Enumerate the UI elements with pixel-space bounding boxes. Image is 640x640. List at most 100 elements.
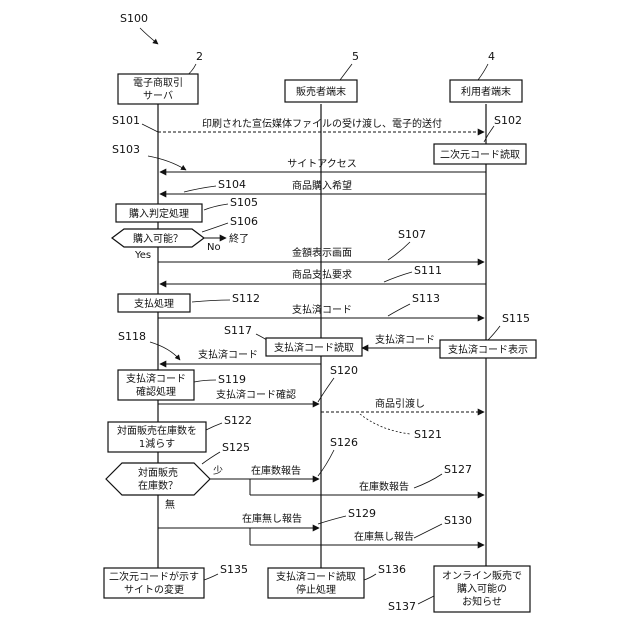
step-s104-leader [184,186,216,192]
step-s107-leader [388,242,410,260]
step-ref-s126: S126 [330,436,358,449]
step-ref-s102: S102 [494,114,522,127]
step-ref-s104: S104 [218,178,246,191]
step-s106-leader [202,223,228,232]
participant-ref-user-leader [478,64,488,80]
step-s112-leader [192,300,230,302]
step-s105-leader [204,204,228,210]
message-s107-label: 金額表示画面 [292,246,352,259]
process-s112: 支払処理 [118,294,190,312]
process-s135-label-line2: サイトの変更 [124,583,184,596]
message-s111-label: 商品支払要求 [292,268,352,281]
step-ref-s118: S118 [118,330,146,343]
step-ref-s112: S112 [232,292,260,305]
step-ref-s113: S113 [412,292,440,305]
process-s112-label: 支払処理 [134,297,174,310]
process-s135: 二次元コードが示す サイトの変更 [104,568,204,598]
step-ref-s136: S136 [378,563,406,576]
step-ref-s135: S135 [220,563,248,576]
decision-s106-label: 購入可能？ [133,232,183,245]
decision-s125-label-line1: 対面販売 [138,466,178,479]
step-ref-s137: S137 [388,600,416,613]
participant-server-name-line1: 電子商取引 [133,76,183,89]
process-s137: オンライン販売で 購入可能の お知らせ [434,566,530,612]
step-s115-leader [488,326,500,340]
step-s118-leader [150,342,180,360]
process-s137-label-line3: お知らせ [462,595,502,608]
message-s101-label: 印刷された宣伝媒体ファイルの受け渡し、電子的送付 [202,117,442,130]
process-s117-label: 支払済コード読取 [274,341,354,354]
process-s115-label: 支払済コード表示 [448,343,528,356]
step-s103-leader [148,156,186,170]
decision-s106-end-label: 終了 [229,232,249,245]
decision-s106-yes-label: Yes [134,250,151,261]
process-s122-label-line2: 1減らす [139,437,175,450]
process-s105-label: 購入判定処理 [129,207,189,220]
process-s136-label-line2: 停止処理 [296,583,336,596]
step-ref-s125: S125 [222,441,250,454]
figure-label-leader [140,28,158,44]
process-s115: 支払済コード表示 [440,340,536,358]
step-ref-s121: S121 [414,428,442,441]
step-ref-s103: S103 [112,143,140,156]
step-s122-leader [206,423,222,430]
step-ref-s130: S130 [444,514,472,527]
participant-seller: 販売者端末 [285,80,357,102]
participant-ref-seller: 5 [352,50,359,63]
message-s120-label: 支払済コード確認 [216,388,296,401]
process-s102-label: 二次元コード読取 [440,148,520,161]
decision-s125-few-label: 少 [213,465,223,477]
decision-s125-none-label: 無 [165,498,175,511]
participant-ref-user: 4 [488,50,495,63]
step-ref-s101: S101 [112,114,140,127]
decision-s125: 対面販売 在庫数？ [106,463,210,495]
figure-label: S100 [120,12,148,25]
process-s137-label-line1: オンライン販売で [442,569,522,582]
process-s119-label-line1: 支払済コード [126,372,186,385]
process-s105: 購入判定処理 [116,204,202,222]
step-ref-s129: S129 [348,507,376,520]
participant-seller-name: 販売者端末 [296,85,346,98]
process-s119: 支払済コード 確認処理 [118,370,194,400]
step-ref-s120: S120 [330,364,358,377]
participant-server: 電子商取引 サーバ [118,74,198,104]
step-s137-leader [418,596,434,604]
process-s135-label-line1: 二次元コードが示す [109,570,199,583]
decision-s125-label-line2: 在庫数？ [138,479,178,492]
step-s125-leader [202,452,220,464]
message-s116-label: 支払済コード [375,333,435,346]
process-s119-label-line2: 確認処理 [136,385,176,398]
message-s118-label: 支払済コード [198,348,258,361]
step-s135-leader [204,574,218,580]
step-s121-leader [360,414,410,434]
decision-s106: 購入可能？ [112,229,204,247]
process-s122: 対面販売在庫数を 1減らす [108,422,206,452]
step-ref-s106: S106 [230,215,258,228]
message-s127-label: 在庫数報告 [359,480,409,493]
participant-ref-seller-leader [340,64,352,80]
step-s111-leader [384,272,412,282]
message-s121-label: 商品引渡し [375,397,425,410]
step-s101-leader [142,124,158,132]
message-s113-label: 支払済コード [292,303,352,316]
process-s117: 支払済コード読取 [266,338,362,356]
process-s122-label-line1: 対面販売在庫数を [117,424,197,437]
step-ref-s107: S107 [398,228,426,241]
step-s119-leader [194,380,216,382]
step-s130-leader [414,524,442,538]
step-ref-s111: S111 [414,264,442,277]
step-s129-leader [318,516,346,524]
step-ref-s115: S115 [502,312,530,325]
process-s137-label-line2: 購入可能の [457,582,507,595]
decision-s106-no-label: No [207,242,221,253]
participant-user-name: 利用者端末 [461,85,511,98]
participant-ref-server: 2 [196,50,203,63]
process-s102: 二次元コード読取 [434,144,526,164]
message-s126-label: 在庫数報告 [251,464,301,477]
participant-user: 利用者端末 [450,80,522,102]
step-ref-s122: S122 [224,414,252,427]
step-ref-s119: S119 [218,373,246,386]
message-s103-label: サイトアクセス [287,158,357,170]
step-s136-leader [364,574,376,580]
